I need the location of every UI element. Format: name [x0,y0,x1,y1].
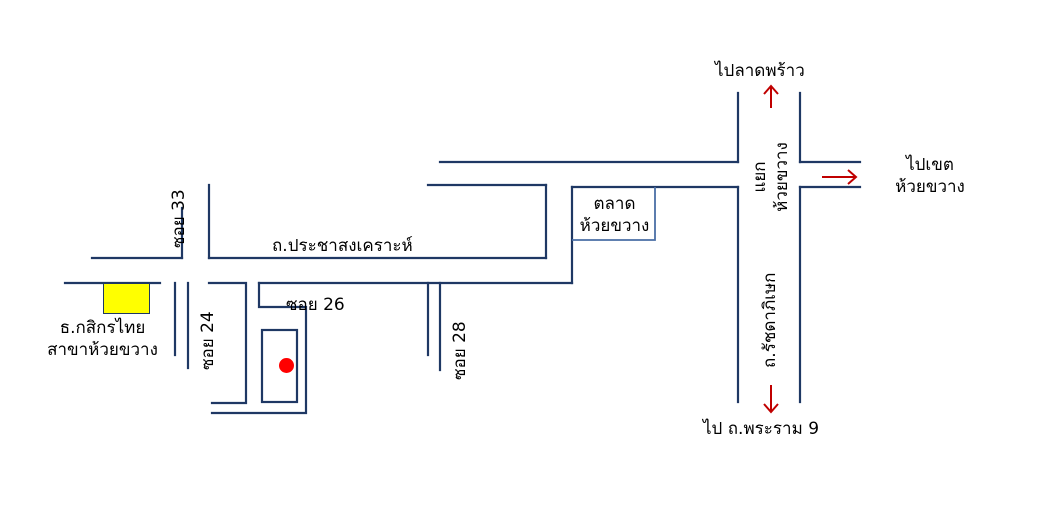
to-khet-line1: ไปเขต [906,155,954,175]
intersection-line1: แยก [750,161,770,193]
intersection-label: แยก ห้วยขวาง [749,134,793,220]
soi24-label: ซอย 24 [198,311,218,370]
market-label: ตลาด ห้วยขวาง [572,193,657,237]
market-block [572,187,656,241]
soi26-label: ซอย 26 [286,295,345,315]
market-line2: ห้วยขวาง [579,216,650,237]
arrow-east-icon [822,169,858,185]
soi28-label: ซอย 28 [450,321,470,380]
pracha-road-label: ถ.ประชาสงเคราะห์ [272,236,413,256]
bank-line2: สาขาห้วยขวาง [47,340,158,361]
to-rama9-label: ไป ถ.พระราม 9 [703,419,820,439]
market-line1: ตลาด [593,194,636,214]
destination-dot-icon [279,358,294,373]
ratchada-road-label: ถ.รัชดาภิเษก [760,272,780,368]
to-lat-phrao-label: ไปลาดพร้าว [715,61,805,81]
soi26-road [210,281,308,415]
bank-line1: ธ.กสิกรไทย [59,318,146,338]
arrow-north-icon [763,84,779,108]
to-khet-line2: ห้วยขวาง [895,177,965,198]
bank-marker-icon [103,283,150,314]
destination-block [260,328,299,404]
bank-label: ธ.กสิกรไทย สาขาห้วยขวาง [40,317,165,361]
intersection-line2: ห้วยขวาง [772,142,793,212]
soi33-label: ซอย 33 [169,189,189,248]
arrow-south-icon [763,385,779,414]
to-khet-label: ไปเขต ห้วยขวาง [880,154,980,198]
soi24-road-east [207,281,248,405]
